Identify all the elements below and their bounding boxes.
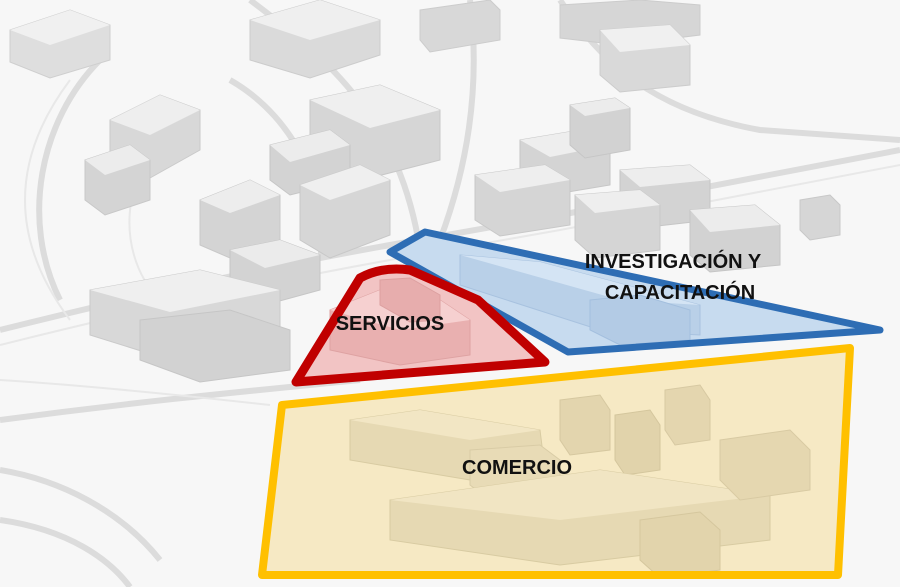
services-buildings xyxy=(329,277,471,366)
research-zone-label-line1: INVESTIGACIÓN Y xyxy=(585,249,762,273)
commerce-buildings xyxy=(349,384,811,579)
research-zone-outline xyxy=(386,228,884,356)
context-buildings xyxy=(9,0,841,383)
services-zone-label: SERVICIOS xyxy=(336,313,445,335)
commerce-zone[interactable]: COMERCIO xyxy=(258,344,854,579)
services-zone[interactable]: SERVICIOS xyxy=(291,264,550,387)
research-zone-label-line2: CAPACITACIÓN xyxy=(605,280,755,304)
commerce-zone-label: COMERCIO xyxy=(462,457,572,479)
commerce-zone-outline xyxy=(258,344,854,579)
services-zone-outline xyxy=(291,264,550,387)
research-buildings xyxy=(459,254,701,346)
research-zone[interactable]: INVESTIGACIÓN Y CAPACITACIÓN xyxy=(386,228,884,356)
